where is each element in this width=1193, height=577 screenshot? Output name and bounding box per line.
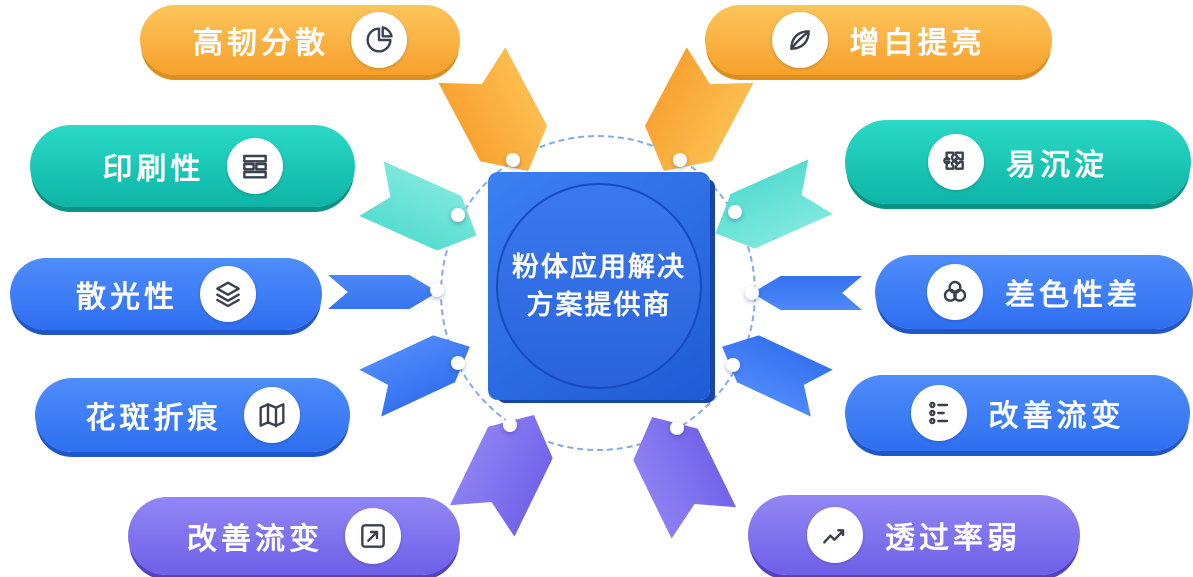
center-title-line1: 粉体应用解决 bbox=[512, 252, 686, 282]
list-dots-icon bbox=[910, 385, 967, 441]
connector-dot bbox=[451, 208, 465, 222]
feature-pill-whitening-brightening: 增白提亮 bbox=[705, 5, 1052, 75]
feature-pill-improve-rheology-right: 改善流变 bbox=[845, 375, 1190, 451]
connector-dot bbox=[430, 283, 444, 297]
leaf-icon bbox=[771, 12, 828, 68]
pill-label: 印刷性 bbox=[102, 153, 205, 186]
feature-pill-mottle-crease: 花斑折痕 bbox=[35, 378, 350, 452]
arrow-mid-right bbox=[752, 276, 862, 310]
feature-pill-easy-sedimentation: 易沉淀 bbox=[845, 120, 1191, 204]
connector-dot bbox=[726, 358, 740, 372]
pill-label: 高韧分散 bbox=[193, 27, 329, 60]
print-blocks-icon bbox=[226, 138, 283, 194]
feature-pill-poor-color-difference: 差色性差 bbox=[875, 255, 1193, 329]
feature-pill-printability: 印刷性 bbox=[30, 125, 355, 207]
connector-dot bbox=[745, 286, 759, 300]
pill-label: 差色性差 bbox=[1005, 279, 1141, 312]
venn-circles-icon bbox=[927, 264, 983, 320]
pill-label: 透过率弱 bbox=[885, 522, 1021, 555]
trend-chart-icon bbox=[807, 507, 863, 563]
pill-label: 改善流变 bbox=[988, 400, 1125, 433]
connector-dot bbox=[673, 153, 687, 167]
pill-label: 增白提亮 bbox=[849, 27, 986, 60]
pill-label: 花斑折痕 bbox=[85, 402, 222, 435]
center-circle: 粉体应用解决 方案提供商 bbox=[496, 183, 702, 389]
feature-pill-light-scattering: 散光性 bbox=[10, 258, 322, 330]
puzzle-icon bbox=[928, 134, 984, 190]
pill-label: 易沉淀 bbox=[1006, 149, 1108, 182]
folded-map-icon bbox=[243, 387, 300, 443]
feature-pill-improve-rheology-left: 改善流变 bbox=[128, 497, 460, 575]
edit-arrow-icon bbox=[345, 508, 401, 564]
connector-dot bbox=[503, 418, 517, 432]
center-title-line2: 方案提供商 bbox=[526, 290, 672, 320]
connector-dot bbox=[506, 153, 520, 167]
feature-pill-weak-transmittance: 透过率弱 bbox=[748, 495, 1080, 575]
connector-dot bbox=[451, 356, 465, 370]
layers-icon bbox=[200, 266, 256, 322]
feature-pill-high-toughness-dispersion: 高韧分散 bbox=[140, 5, 460, 75]
connector-dot bbox=[670, 421, 684, 435]
arrow-mid-left bbox=[328, 275, 438, 309]
pill-label: 改善流变 bbox=[187, 523, 323, 556]
pie-chart-icon bbox=[351, 12, 407, 68]
center-badge: 粉体应用解决 方案提供商 bbox=[488, 172, 710, 400]
connector-dot bbox=[728, 205, 742, 219]
pill-label: 散光性 bbox=[76, 281, 178, 314]
